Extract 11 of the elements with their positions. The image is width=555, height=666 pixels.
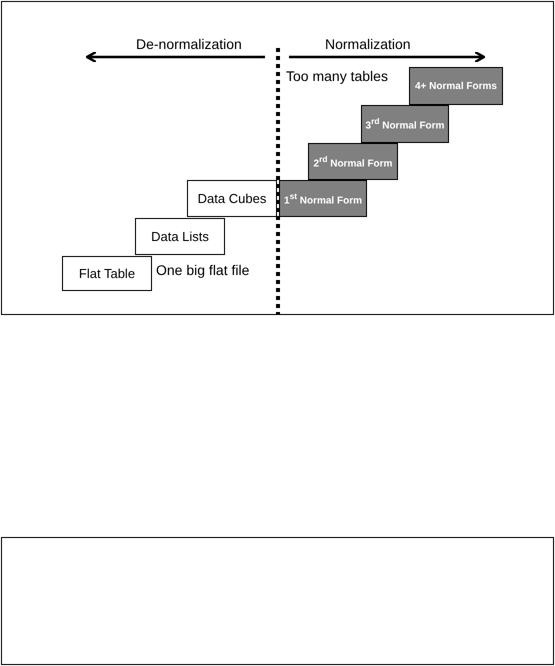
data-box: Data Cubes (187, 180, 277, 217)
normal-form-box: 2$^{rd}$ Normal Form (308, 143, 398, 180)
normal-form-box: 3$^{rd}$ Normal Form (361, 105, 449, 143)
arrow-label: Normalization (325, 36, 411, 52)
arrow-label: De-normalization (136, 36, 242, 52)
normal-form-box: 4+ Normal Forms (409, 67, 503, 105)
note-text: Too many tables (286, 68, 388, 84)
data-box: Flat Table (62, 256, 152, 291)
data-box: Data Lists (135, 218, 225, 255)
note-text: One big flat file (156, 262, 250, 278)
normal-form-box: 1$^{st}$ Normal Form (279, 180, 367, 217)
